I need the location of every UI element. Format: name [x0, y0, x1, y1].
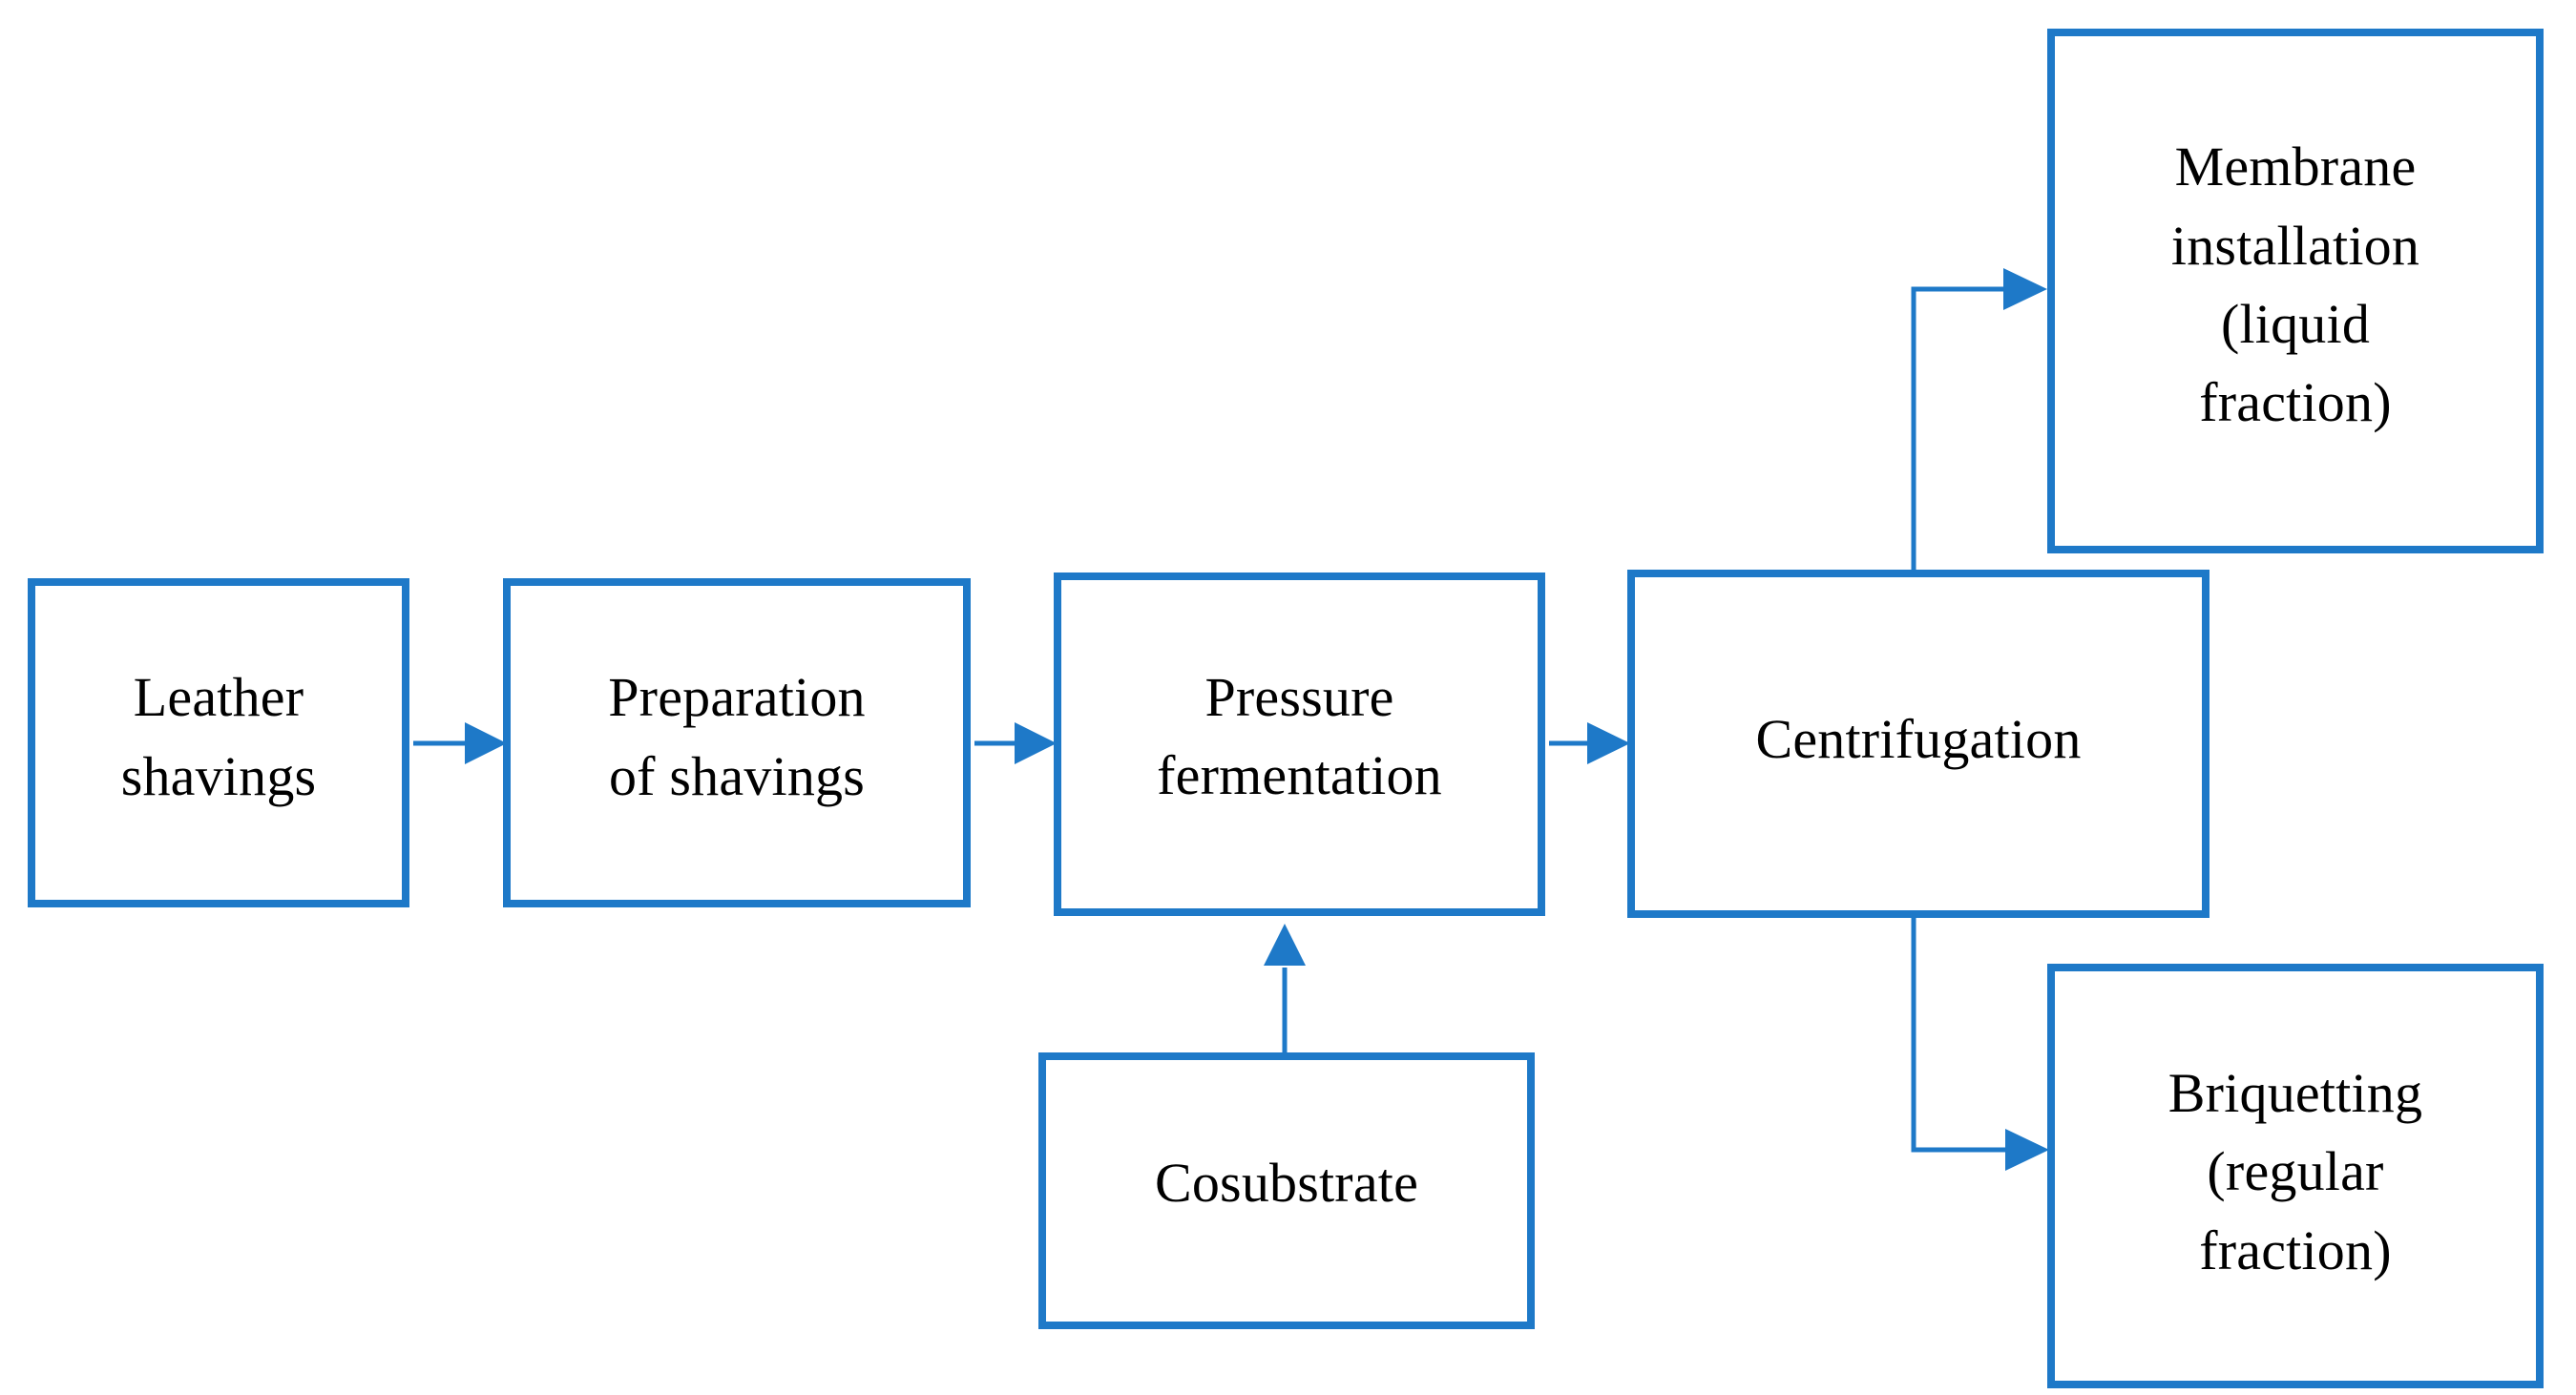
- node-preparation-of-shavings[interactable]: Preparation of shavings: [503, 578, 971, 907]
- connector-centrifugation-to-briquetting: [1911, 914, 2049, 1171]
- node-label: Preparation of shavings: [608, 666, 866, 807]
- node-pressure-fermentation[interactable]: Pressure fermentation: [1054, 573, 1545, 916]
- node-leather-shavings[interactable]: Leather shavings: [28, 578, 409, 907]
- node-centrifugation[interactable]: Centrifugation: [1627, 570, 2209, 918]
- node-label: Membrane installation (liquid fraction): [2170, 135, 2420, 434]
- connector-fermentation-to-centrifugation: [1549, 722, 1630, 764]
- node-label: Leather shavings: [120, 666, 317, 807]
- node-label: Briquetting (regular fraction): [2168, 1061, 2423, 1281]
- connector-centrifugation-to-membrane: [1911, 268, 2047, 573]
- node-briquetting[interactable]: Briquetting (regular fraction): [2047, 964, 2544, 1388]
- node-cosubstrate[interactable]: Cosubstrate: [1038, 1052, 1535, 1329]
- node-label: Centrifugation: [1755, 708, 2082, 771]
- node-label: Pressure fermentation: [1157, 665, 1442, 806]
- node-label: Cosubstrate: [1154, 1151, 1419, 1214]
- node-membrane-installation[interactable]: Membrane installation (liquid fraction): [2047, 29, 2544, 553]
- connector-preparation-to-fermentation: [974, 722, 1057, 764]
- connector-leather-to-preparation: [413, 722, 507, 764]
- connector-cosubstrate-to-fermentation: [1264, 924, 1306, 1052]
